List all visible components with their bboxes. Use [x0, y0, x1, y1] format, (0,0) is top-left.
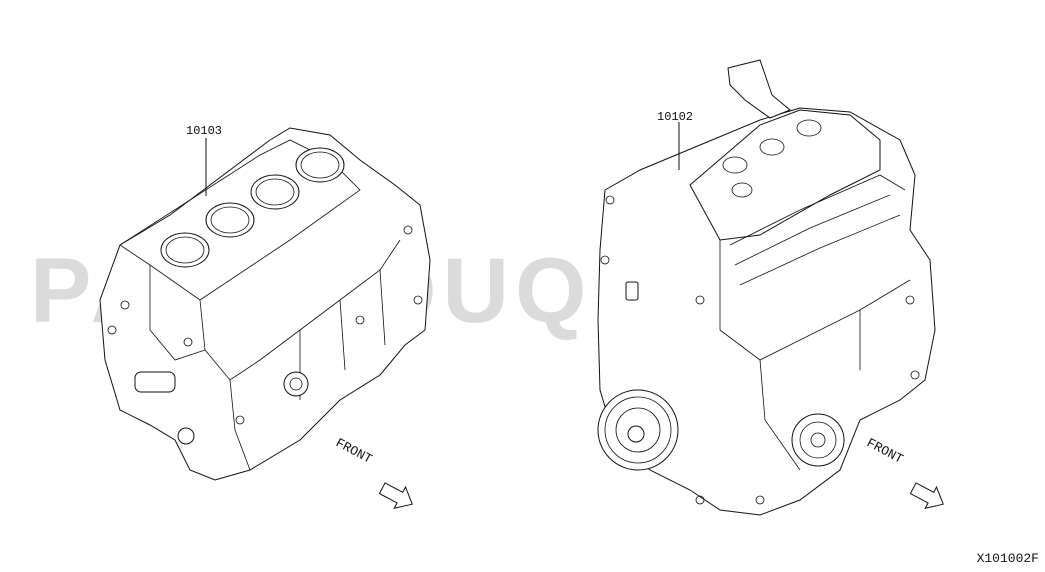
front-arrow-left: FRONT [333, 435, 413, 509]
diagram-code: X101002F [976, 551, 1039, 566]
svg-text:FRONT: FRONT [333, 435, 375, 467]
part-number-10103[interactable]: 10103 [186, 124, 222, 138]
cylinder-block-illustration[interactable] [99, 127, 431, 481]
part-number-10102[interactable]: 10102 [657, 110, 693, 124]
front-arrow-right: FRONT [864, 435, 944, 509]
engine-assembly-illustration[interactable] [597, 59, 936, 516]
svg-text:FRONT: FRONT [864, 435, 906, 467]
